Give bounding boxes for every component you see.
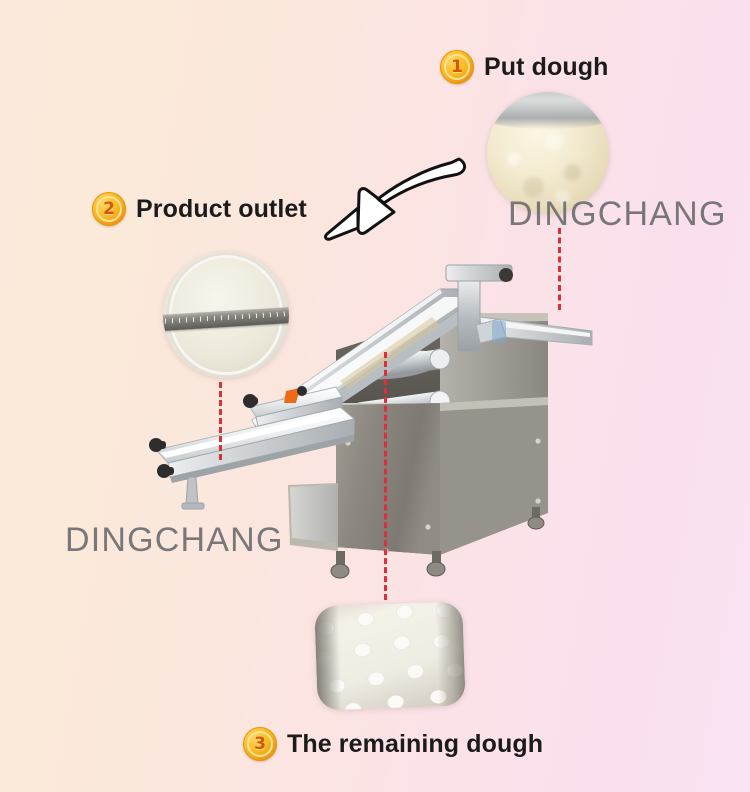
connector-line-step-1 xyxy=(558,228,561,310)
perforated-dough-sheet-photo xyxy=(314,601,466,711)
curved-arrow-svg xyxy=(324,157,467,241)
numbered-badge-icon: 3 xyxy=(243,727,277,761)
curved-arrow-icon xyxy=(318,142,478,250)
step-3-text: The remaining dough xyxy=(287,729,544,758)
numbered-badge-icon: 2 xyxy=(92,192,126,226)
connector-line-step-2 xyxy=(219,382,222,460)
step-3-number: 3 xyxy=(254,733,266,754)
step-2-text: Product outlet xyxy=(136,194,307,223)
watermark-right: DINGCHANG xyxy=(508,195,727,233)
flat-dough-with-ruler-photo xyxy=(163,252,289,378)
numbered-badge-icon: 1 xyxy=(440,50,474,84)
step-1-text: Put dough xyxy=(484,52,609,81)
step-2-number: 2 xyxy=(103,198,115,219)
machine-svg xyxy=(149,264,593,579)
step-2-label-group: 2 Product outlet xyxy=(92,192,307,226)
connector-line-step-3 xyxy=(384,352,387,600)
bowl-rim xyxy=(487,92,609,129)
dough-ball-photo xyxy=(487,92,609,214)
sheet-right-edge xyxy=(435,601,466,707)
sheet-left-edge xyxy=(314,605,342,711)
step-3-label-group: 3 The remaining dough xyxy=(243,727,543,761)
machine-illustration xyxy=(140,255,610,585)
watermark-left: DINGCHANG xyxy=(65,521,284,559)
step-1-number: 1 xyxy=(451,56,463,77)
step-1-label-group: 1 Put dough xyxy=(440,50,608,84)
